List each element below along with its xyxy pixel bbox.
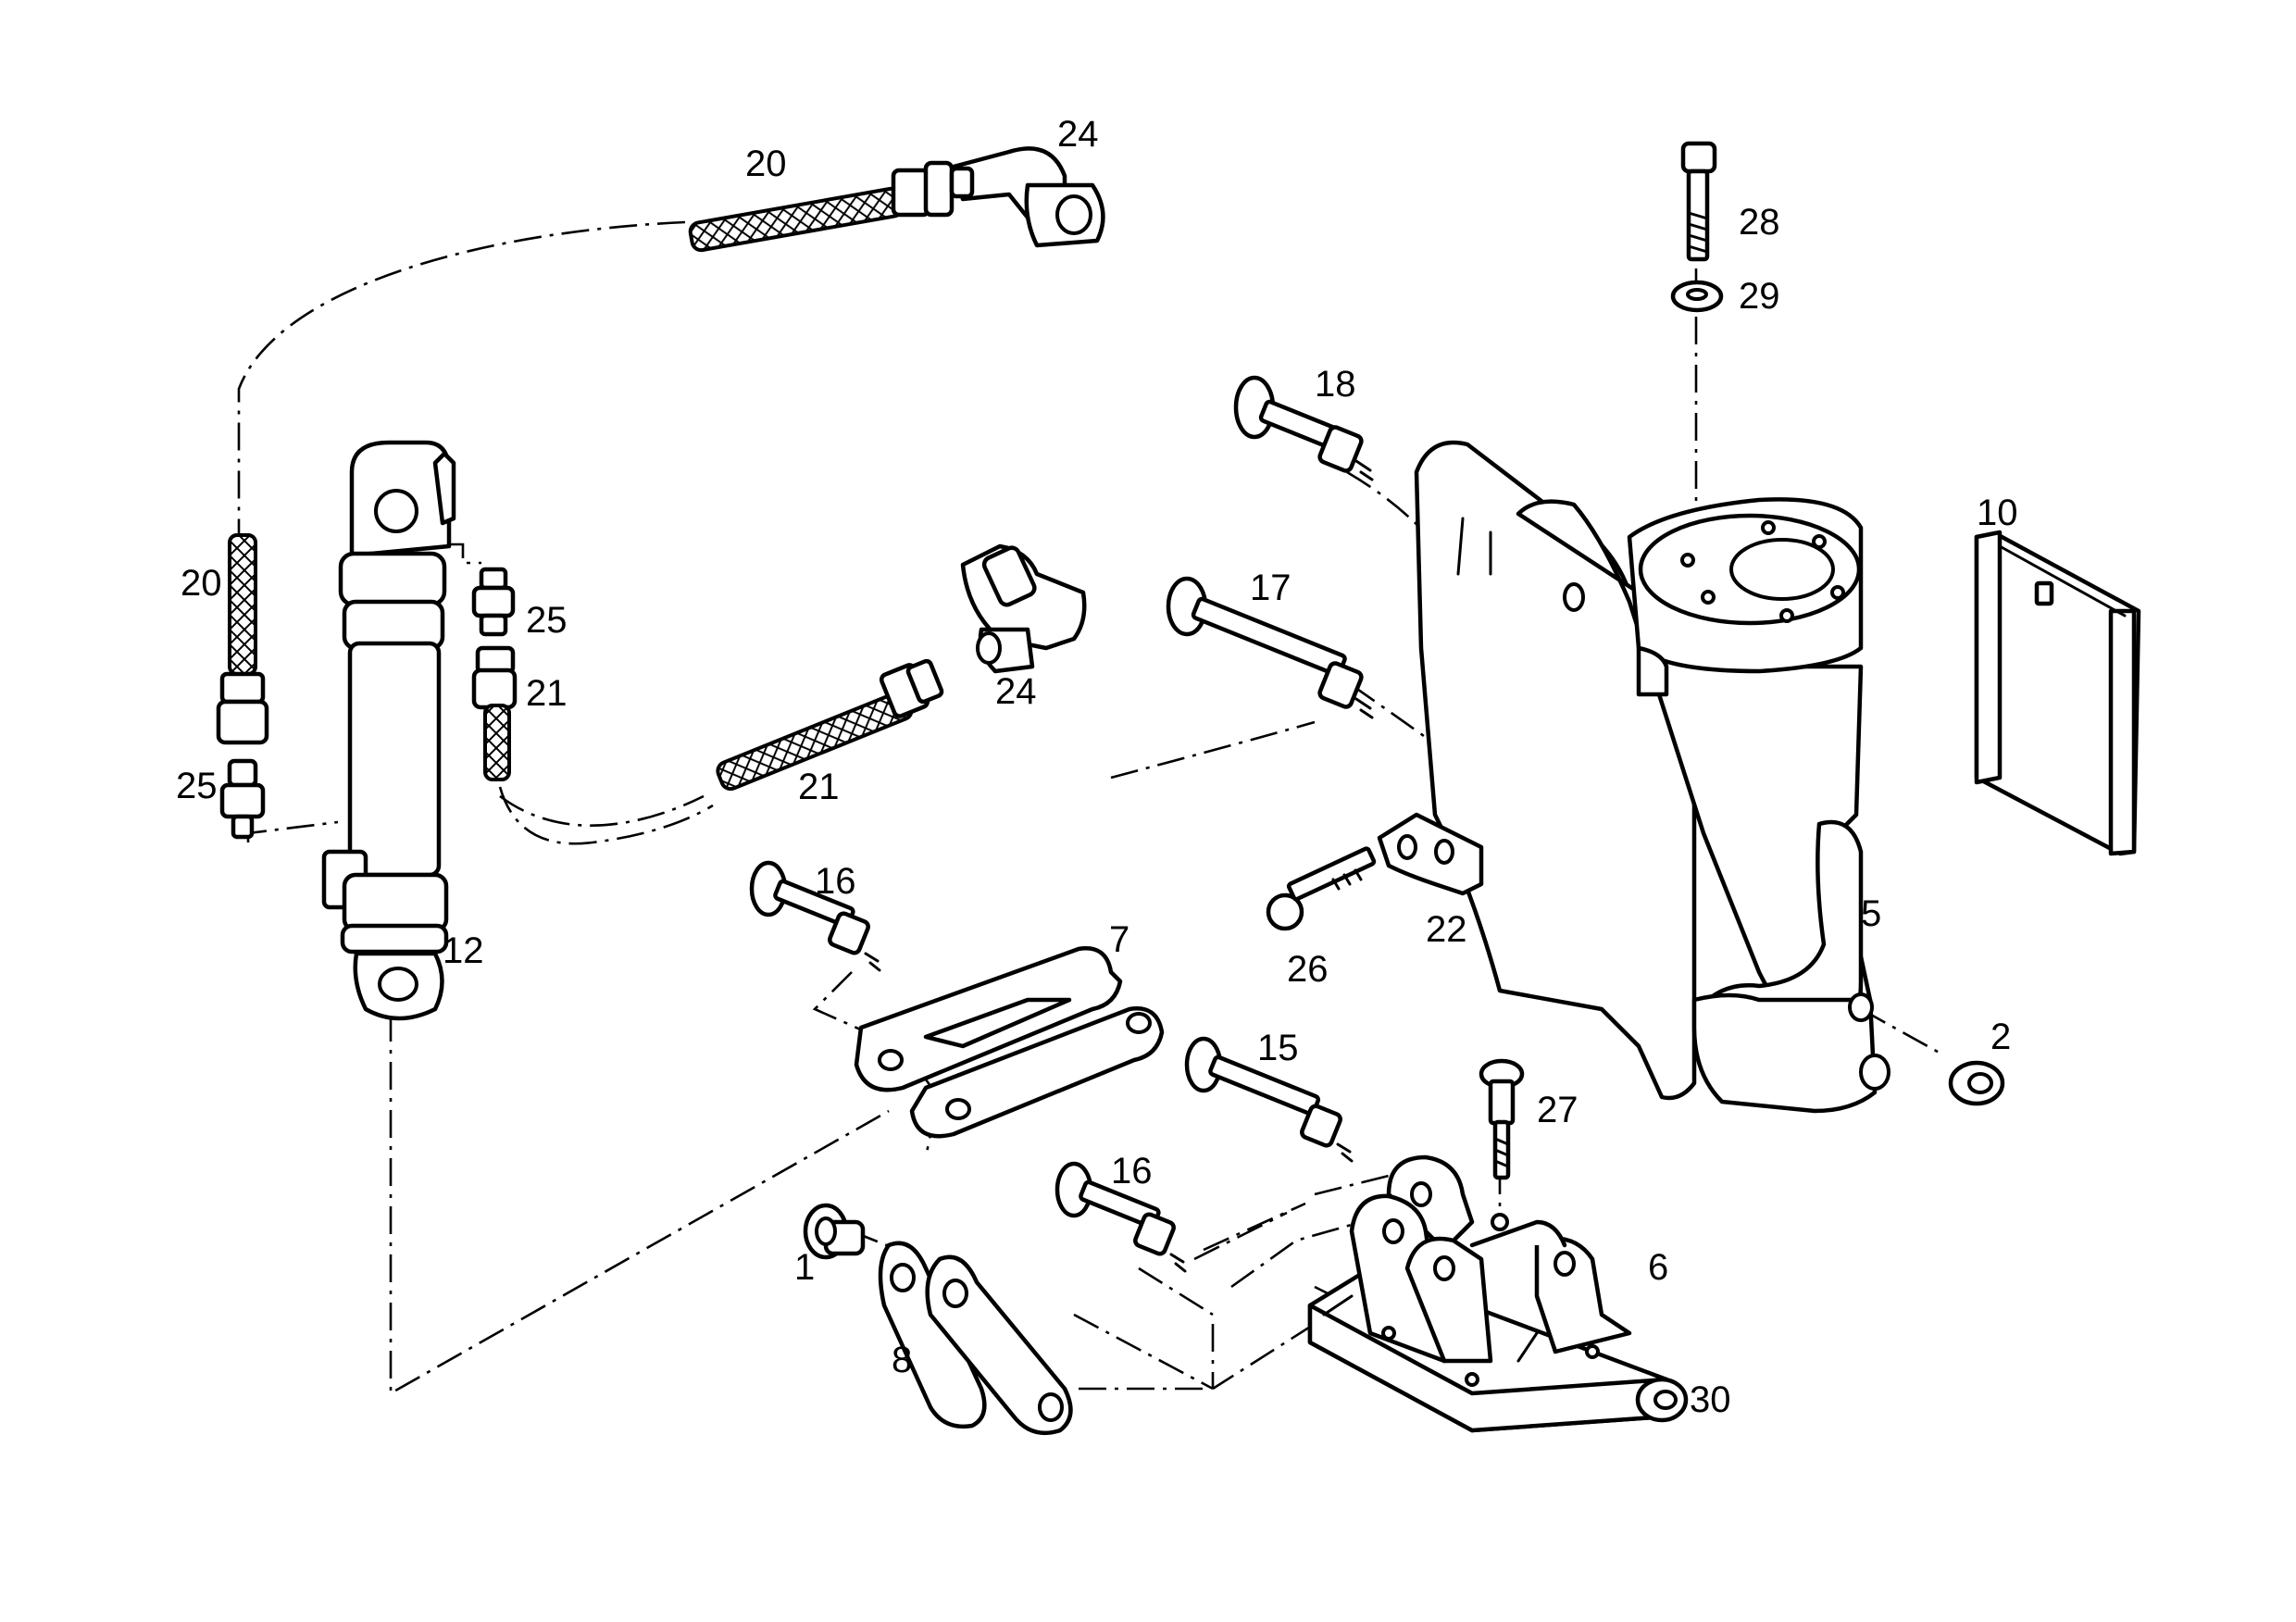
callout-21-left: 21 [526, 673, 568, 714]
callout-labels: 1 2 5 6 7 8 10 12 15 16 16 17 18 20 20 2… [176, 114, 2018, 1420]
part-21-hose-lower [716, 658, 944, 792]
callout-7: 7 [1109, 919, 1129, 960]
callout-20-upper: 20 [745, 143, 787, 184]
callout-6: 6 [1648, 1247, 1668, 1288]
part-28-bolt [1680, 141, 1717, 262]
part-2-washer [1948, 1060, 2005, 1106]
callout-5: 5 [1861, 893, 1881, 934]
part-26-bolt [1266, 846, 1377, 931]
callout-12: 12 [443, 930, 484, 971]
callout-16-upper: 16 [815, 861, 856, 902]
part-18-bolt [1233, 375, 1374, 481]
part-24-elbow-upper [949, 146, 1105, 248]
callout-16-lower: 16 [1111, 1151, 1153, 1192]
part-1-bushing [803, 1203, 866, 1260]
part-29-washer [1670, 280, 1724, 313]
part-21-hose-left [471, 645, 518, 781]
callout-15: 15 [1257, 1028, 1299, 1068]
hose-21-centerline [498, 786, 714, 845]
callout-29: 29 [1739, 276, 1780, 317]
part-15-bolt [1184, 1036, 1354, 1163]
part-25-fitting-left [219, 758, 266, 840]
part-27-bolt [1479, 1058, 1525, 1180]
part-20-hose-left [216, 533, 269, 745]
callout-10: 10 [1977, 493, 2018, 533]
part-22-clamp-block [1377, 812, 1484, 896]
callout-28: 28 [1739, 202, 1780, 243]
part-24-elbow-lower [960, 543, 1087, 674]
part-16-bolt-upper [749, 860, 881, 972]
callout-17: 17 [1250, 568, 1292, 608]
callout-8: 8 [892, 1340, 912, 1380]
callout-18: 18 [1315, 364, 1356, 405]
callout-27: 27 [1537, 1090, 1578, 1130]
part-8-bracket [878, 1241, 1073, 1436]
part-7-link [854, 946, 1165, 1139]
callout-24-lower: 24 [995, 671, 1037, 712]
callout-2: 2 [1990, 1017, 2011, 1057]
part-16-bolt-lower [1054, 1161, 1187, 1273]
callout-20-left: 20 [181, 563, 222, 604]
part-12-hydraulic-cylinder [321, 440, 456, 1021]
callout-1: 1 [794, 1247, 815, 1288]
callout-30: 30 [1690, 1379, 1731, 1420]
callout-25-left: 25 [176, 766, 218, 806]
part-30-washer [1635, 1377, 1689, 1423]
callout-25-right: 25 [526, 600, 568, 641]
callout-24-upper: 24 [1057, 114, 1099, 155]
part-10-mounting-plate [1974, 530, 2141, 856]
part-5-swing-frame [1414, 440, 1890, 1114]
callout-21-lower: 21 [798, 767, 840, 807]
callout-22: 22 [1426, 909, 1467, 950]
part-20-hose-upper [688, 160, 955, 253]
callout-26: 26 [1287, 949, 1329, 990]
part-25-fitting-right [471, 567, 516, 637]
part-17-bolt [1166, 576, 1374, 719]
part-6-base-bracket [1307, 1154, 1669, 1433]
